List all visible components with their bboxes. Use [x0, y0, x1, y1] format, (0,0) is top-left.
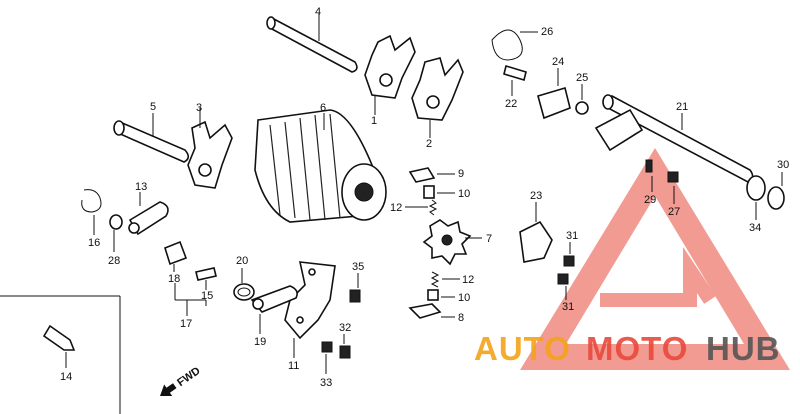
part-arm-13 [128, 192, 169, 236]
label-35: 35 [352, 261, 364, 273]
label-33: 33 [320, 377, 332, 389]
label-16: 16 [88, 237, 100, 249]
part-seal-34 [746, 175, 766, 220]
part-spring-12-lower [430, 271, 460, 288]
watermark-auto: AUTO [474, 330, 571, 367]
part-plate-11 [284, 261, 336, 358]
label-19: 19 [254, 336, 266, 348]
fwd-label: FWD [175, 365, 202, 389]
label-3: 3 [196, 102, 202, 114]
label-18: 18 [168, 273, 180, 285]
label-10-upper: 10 [458, 188, 470, 200]
label-26: 26 [541, 26, 553, 38]
part-collar-18 [164, 240, 188, 272]
part-spring-26 [491, 29, 538, 61]
part-washer-30 [767, 172, 785, 210]
part-pin-10-lower [427, 289, 455, 301]
label-8: 8 [458, 312, 464, 324]
label-15: 15 [201, 290, 213, 302]
watermark-text: AUTO MOTO HUB [474, 330, 781, 367]
part-spring-16 [81, 189, 102, 235]
part-shift-fork-2 [411, 57, 464, 138]
part-nut-33 [321, 341, 333, 374]
bracket-17 [174, 283, 207, 316]
label-4: 4 [315, 6, 321, 18]
part-plate-23 [519, 202, 553, 263]
label-2: 2 [426, 138, 432, 150]
part-shift-fork-1 [364, 34, 416, 115]
part-shaft-5 [113, 113, 190, 163]
label-17: 17 [180, 318, 192, 330]
part-bolt-35 [349, 273, 361, 303]
part-spindle-21 [594, 94, 754, 183]
label-28: 28 [108, 255, 120, 267]
part-star-plate-7 [422, 219, 482, 266]
forward-direction-arrow: FWD [160, 365, 203, 396]
label-14: 14 [60, 371, 72, 383]
label-34: 34 [749, 222, 761, 234]
part-shift-drum-6 [254, 109, 387, 223]
label-12-upper: 12 [390, 202, 402, 214]
watermark-moto: MOTO [586, 330, 688, 367]
label-10-lower: 10 [458, 292, 470, 304]
part-nut-27 [667, 171, 679, 204]
label-6: 6 [320, 102, 326, 114]
label-12-lower: 12 [462, 274, 474, 286]
watermark-hub: HUB [706, 330, 781, 367]
part-bolt-31-lower [557, 273, 569, 300]
label-31-lower: 31 [562, 301, 574, 313]
label-9: 9 [458, 168, 464, 180]
part-bolt-31-upper [563, 242, 575, 267]
label-21: 21 [676, 101, 688, 113]
part-spring-20 [233, 268, 255, 301]
label-22: 22 [505, 98, 517, 110]
label-13: 13 [135, 181, 147, 193]
label-27: 27 [668, 206, 680, 218]
part-nut-32 [339, 334, 351, 359]
label-1: 1 [371, 115, 377, 127]
watermark-logo-triangle [520, 148, 790, 370]
label-30: 30 [777, 159, 789, 171]
part-shift-fork-3 [187, 108, 233, 189]
part-collar-25 [575, 84, 589, 115]
label-32: 32 [339, 322, 351, 334]
label-24: 24 [552, 56, 564, 68]
part-plate-24 [537, 68, 571, 120]
part-pin-22 [503, 64, 527, 96]
part-stopper-8 [408, 303, 455, 319]
label-23: 23 [530, 190, 542, 202]
label-29: 29 [644, 194, 656, 206]
label-5: 5 [150, 101, 156, 113]
part-arm-19 [250, 285, 298, 334]
label-11: 11 [288, 360, 299, 372]
part-spring-12-upper [405, 199, 438, 216]
part-shaft-4 [266, 13, 358, 73]
part-number-labels: 4 5 3 6 1 2 26 24 25 22 21 30 9 10 12 7 … [60, 6, 789, 389]
part-pin-15 [195, 267, 217, 290]
part-bolt-14 [42, 324, 76, 368]
label-25: 25 [576, 72, 588, 84]
part-washer-28 [109, 214, 123, 252]
label-20: 20 [236, 255, 248, 267]
part-pin-29 [645, 159, 653, 192]
label-7: 7 [486, 233, 492, 245]
part-pin-10-upper [423, 185, 455, 199]
part-cam-plate-9 [408, 167, 455, 183]
section-boundary [0, 295, 121, 414]
label-31-upper: 31 [566, 230, 578, 242]
